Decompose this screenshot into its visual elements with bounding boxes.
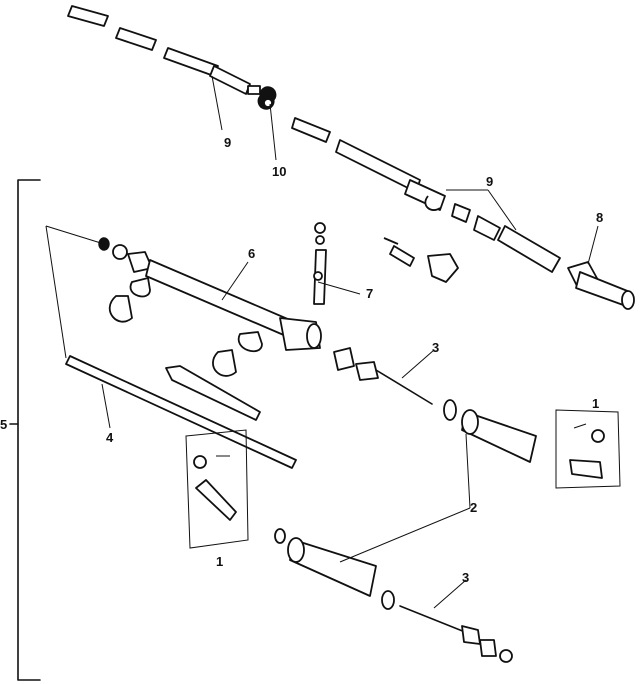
rack-housing-6 bbox=[98, 237, 322, 377]
tie-rod-4 bbox=[65, 355, 297, 469]
callout-4: 4 bbox=[106, 430, 114, 445]
callout-3-lower: 3 bbox=[462, 570, 469, 585]
rack-bar bbox=[165, 365, 261, 421]
outer-tie-rod-end-1-left bbox=[185, 429, 249, 549]
callout-3-upper: 3 bbox=[432, 340, 439, 355]
inner-tie-rod-3-lower bbox=[399, 605, 513, 663]
callout-9-right: 9 bbox=[486, 174, 493, 189]
callout-5: 5 bbox=[0, 417, 7, 432]
boot-2-right bbox=[443, 399, 537, 463]
callout-10: 10 bbox=[272, 164, 286, 179]
intermediate-shaft-assembly bbox=[291, 117, 561, 273]
callout-2: 2 bbox=[470, 500, 477, 515]
callout-9-upper: 9 bbox=[224, 135, 231, 150]
upper-shaft-assembly bbox=[67, 5, 277, 110]
callout-8: 8 bbox=[596, 210, 603, 225]
bracket-5 bbox=[9, 179, 41, 681]
boot-2-left bbox=[274, 528, 395, 610]
inner-tie-rod-3-upper bbox=[333, 347, 433, 405]
callout-1-left: 1 bbox=[216, 554, 223, 569]
pinion-valve-7 bbox=[313, 222, 459, 305]
callout-6: 6 bbox=[248, 246, 255, 261]
callout-labels: 9 10 9 8 6 7 3 1 5 4 2 1 3 bbox=[0, 135, 603, 585]
callout-7: 7 bbox=[366, 286, 373, 301]
callout-1-right: 1 bbox=[592, 396, 599, 411]
leader-lines bbox=[45, 75, 599, 609]
column-shaft-8 bbox=[567, 261, 635, 310]
outer-tie-rod-end-1-right bbox=[555, 409, 621, 489]
